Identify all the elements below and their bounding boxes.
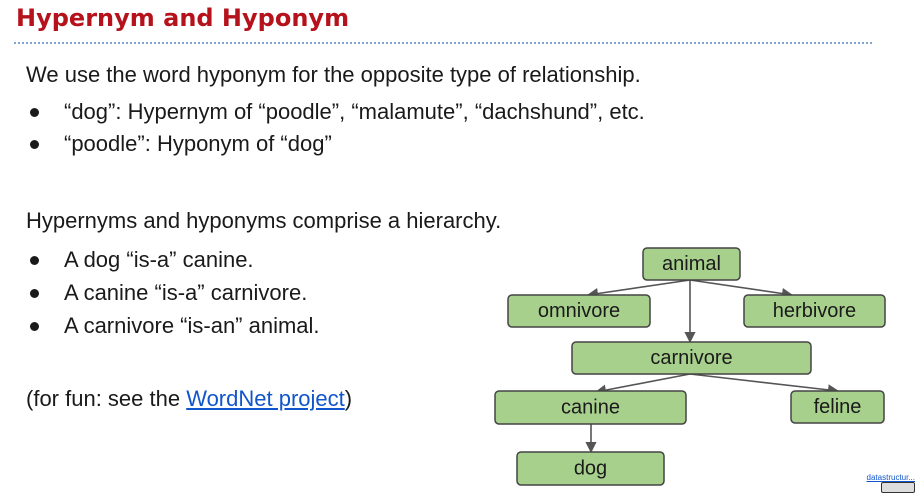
list-item-text: A dog “is-a” canine. — [64, 247, 254, 272]
node-box — [743, 294, 886, 328]
node-label: herbivore — [773, 300, 856, 322]
node-omnivore: omnivore — [507, 294, 651, 328]
title-divider — [14, 42, 872, 44]
footer-site-link[interactable]: datastructur... — [866, 473, 915, 482]
node-box — [516, 451, 665, 486]
node-herbivore: herbivore — [743, 294, 886, 328]
node-animal: animal — [642, 247, 741, 281]
slide-title: Hypernym and Hyponym — [16, 4, 350, 32]
wordnet-link[interactable]: WordNet project — [186, 386, 345, 411]
cc-license-icon — [881, 482, 915, 493]
list-item-text: A carnivore “is-an” animal. — [64, 313, 320, 338]
node-box — [507, 294, 651, 328]
node-label: feline — [814, 396, 862, 418]
fun-note-suffix: ) — [344, 386, 353, 411]
edge-animal-to-herbivore — [689, 279, 794, 300]
intro-text: We use the word hyponym for the opposite… — [26, 62, 641, 87]
node-carnivore: carnivore — [571, 341, 812, 375]
fun-note-prefix: (for fun: see the — [26, 386, 187, 411]
bullet-icon — [30, 108, 39, 117]
bullet-icon — [30, 322, 39, 331]
node-canine: canine — [494, 390, 687, 425]
node-label: carnivore — [650, 347, 732, 369]
list-item-text: “dog”: Hypernym of “poodle”, “malamute”,… — [64, 99, 645, 124]
node-label: omnivore — [538, 300, 620, 322]
hierarchy-text: Hypernyms and hyponyms comprise a hierar… — [26, 208, 502, 233]
footer: datastructur... — [867, 473, 915, 500]
node-box — [571, 341, 812, 375]
list-item-text: A canine “is-a” carnivore. — [64, 280, 308, 305]
bullet-icon — [30, 140, 39, 149]
node-label: animal — [662, 253, 721, 275]
node-box — [642, 247, 741, 281]
edge-carnivore-to-feline — [689, 373, 840, 396]
edge-carnivore-to-canine — [594, 373, 691, 396]
node-label: dog — [574, 458, 607, 480]
bullet-icon — [30, 289, 39, 298]
node-feline: feline — [790, 390, 885, 424]
edge-animal-to-omnivore — [586, 279, 691, 300]
bullet-icon — [30, 256, 39, 265]
list-item-text: “poodle”: Hyponym of “dog” — [64, 131, 332, 156]
node-label: canine — [561, 397, 620, 419]
node-dog: dog — [516, 451, 665, 486]
node-box — [790, 390, 885, 424]
node-box — [494, 390, 687, 425]
fun-note: (for fun: see the WordNet project) — [26, 386, 352, 412]
